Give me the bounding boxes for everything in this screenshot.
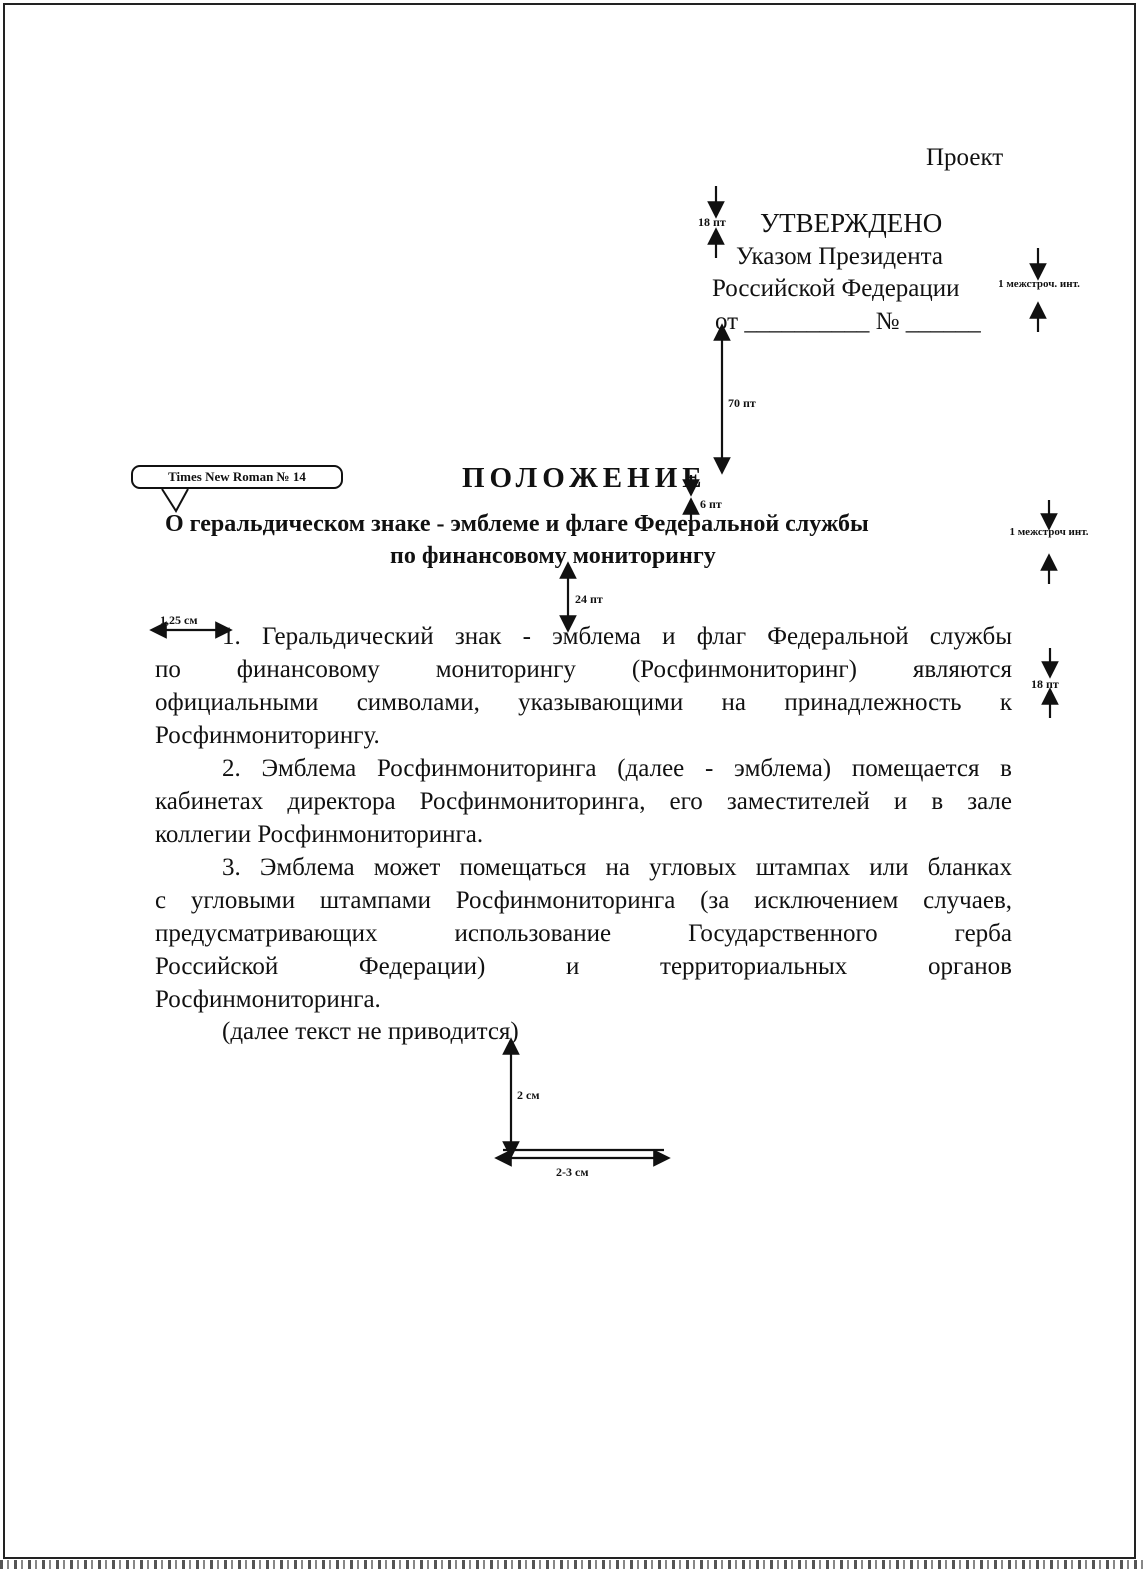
para3-line-3: предусматривающих использование Государс… [155,920,1012,947]
approved-label: УТВЕРЖДЕНО [760,208,943,238]
para3-line-5: Росфинмониторинга. [155,986,381,1013]
subtitle-line-1: О геральдическом знаке - эмблеме и флаге… [165,511,869,537]
para2-line-2: кабинетах директора Росфинмониторинга, е… [155,788,1012,815]
para3-line-2: с угловыми штампами Росфинмониторинга (з… [155,887,1012,914]
para3-line-1: 3. Эмблема может помещаться на угловых ш… [222,854,1012,881]
closing-note: (далее текст не приводится) [222,1018,519,1045]
font-note-badge: Times New Roman № 14 [131,465,343,489]
decree-line-1: Указом Президента [736,243,943,270]
annotation-70pt: 70 пт [728,396,756,410]
annotation-18pt-top: 18 пт [698,215,726,229]
para1-line-1: 1. Геральдический знак - эмблема и флаг … [222,623,1012,650]
decree-date-line: от __________ № ______ [715,308,981,335]
page-title: ПОЛОЖЕНИЕ [462,462,707,494]
annotation-line-spacing-2: 1 межстроч инт. [1009,526,1089,538]
annotation-24pt: 24 пт [575,592,603,606]
page-frame [3,3,1136,1559]
scan-edge [0,1560,1143,1569]
para2-line-3: коллегии Росфинмониторинга. [155,821,484,848]
para1-line-2: по финансовому мониторингу (Росфинмонито… [155,656,1012,683]
draft-label: Проект [926,144,1004,171]
para1-line-4: Росфинмониторингу. [155,722,380,749]
annotation-indent: 1,25 см [160,613,198,627]
annotation-left-margin: 2-3 см [556,1165,589,1179]
para1-line-3: официальными символами, указывающими на … [155,689,1012,716]
decree-line-2: Российской Федерации [712,275,960,302]
annotation-line-spacing-1: 1 межстроч. инт. [998,278,1080,290]
annotation-bottom-margin: 2 см [517,1088,540,1102]
annotation-6pt: 6 пт [700,497,722,511]
para3-line-4: Российской Федерации) и территориальных … [155,953,1012,980]
subtitle-line-2: по финансовому мониторингу [390,543,716,569]
para2-line-1: 2. Эмблема Росфинмониторинга (далее - эм… [222,755,1012,782]
annotation-18pt-right: 18 пт [1031,677,1059,691]
